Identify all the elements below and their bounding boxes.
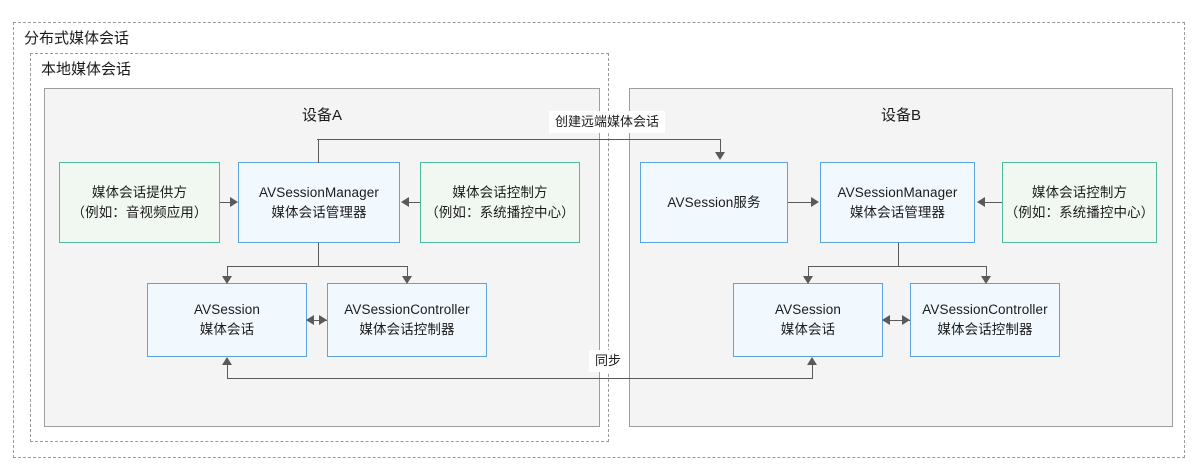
node-line-2: 媒体会话控制器 [937, 322, 1033, 337]
arrowhead-controller-party-b-to-manager-b [977, 197, 985, 207]
device-panel-a [44, 88, 600, 427]
connector-create-remote-drop [720, 139, 721, 153]
connector-manager-b-split-bar [808, 266, 986, 267]
node-line-1: 媒体会话提供方 [91, 184, 188, 200]
arrowhead-create-remote-to-avsession-service [715, 152, 725, 160]
node-avsession-b[interactable]: AVSession 媒体会话 [733, 283, 883, 357]
node-avsession-manager-b[interactable]: AVSessionManager 媒体会话管理器 [820, 162, 975, 243]
node-line-2: 媒体会话管理器 [271, 204, 367, 220]
connector-manager-b-to-avsession-b [808, 266, 809, 278]
node-line-1: 媒体会话控制方 [452, 184, 548, 200]
outer-container-title: 分布式媒体会话 [20, 30, 134, 48]
node-line-1: AVSession服务 [667, 194, 761, 210]
inner-container-local-media-session [30, 53, 609, 442]
node-media-session-controller-party-a[interactable]: 媒体会话控制方 （例如：系统播控中心） [420, 162, 580, 243]
device-a-title: 设备A [301, 107, 342, 124]
node-media-session-controller-party-b[interactable]: 媒体会话控制方 （例如：系统播控中心） [1002, 162, 1157, 243]
node-line-1: AVSession [194, 302, 260, 317]
arrowhead-sync-to-avsession-b [807, 357, 817, 365]
connector-controller-party-b-to-manager-b [985, 202, 1002, 203]
arrowhead-avsession-b-left [882, 315, 890, 325]
device-b-title: 设备B [880, 107, 921, 124]
connector-manager-a-down-stem [318, 243, 319, 267]
node-avsession-service[interactable]: AVSession服务 [640, 162, 788, 243]
connector-avsession-a-to-controller-a [307, 320, 327, 321]
arrowhead-controller-a-right [319, 315, 327, 325]
edge-label-create-remote-session: 创建远端媒体会话 [549, 111, 666, 133]
connector-manager-a-to-avsession-a [227, 266, 228, 278]
connector-controller-party-a-to-manager-a [409, 202, 420, 203]
arrowhead-manager-a-to-controller-a [402, 276, 412, 284]
arrowhead-manager-b-to-controller-b [981, 276, 991, 284]
node-line-1: AVSessionManager [259, 184, 379, 200]
device-panel-b [629, 88, 1173, 427]
inner-container-title: 本地媒体会话 [37, 61, 136, 79]
node-line-1: AVSession [775, 302, 841, 317]
node-line-2: 媒体会话 [780, 322, 836, 337]
arrowhead-manager-a-to-avsession-a [222, 276, 232, 284]
arrowhead-avsession-service-to-manager-b [811, 197, 819, 207]
node-media-session-provider[interactable]: 媒体会话提供方 （例如：音视频应用） [59, 162, 220, 243]
node-line-2: （例如：系统播控中心） [425, 204, 575, 220]
connector-avsession-b-to-controller-b [883, 320, 910, 321]
node-line-1: 媒体会话控制方 [1031, 184, 1128, 200]
connector-sync-bar [227, 378, 813, 379]
node-line-2: （例如：音视频应用） [71, 204, 208, 220]
connector-manager-a-split-bar [227, 266, 407, 267]
node-line-1: AVSessionManager [837, 184, 958, 200]
connector-manager-b-to-controller-b [986, 266, 987, 278]
arrowhead-controller-party-a-to-manager-a [401, 197, 409, 207]
connector-create-remote-top-bar [317, 139, 721, 140]
connector-create-remote-stem-up [318, 139, 319, 163]
node-line-2: 媒体会话控制器 [359, 322, 455, 337]
edge-label-sync: 同步 [589, 350, 628, 372]
outer-container-distributed-media-session [13, 22, 1185, 458]
connector-provider-to-manager-a [220, 202, 231, 203]
node-avsession-a[interactable]: AVSession 媒体会话 [147, 283, 307, 357]
node-line-1: AVSessionController [922, 302, 1048, 317]
node-line-2: （例如：系统播控中心） [1004, 204, 1155, 220]
arrowhead-sync-to-avsession-a [222, 357, 232, 365]
arrowhead-avsession-a-left [306, 315, 314, 325]
connector-manager-b-down-stem [898, 243, 899, 267]
arrowhead-provider-to-manager-a [230, 197, 238, 207]
connector-sync-up-left [227, 365, 228, 378]
node-line-1: AVSessionController [344, 302, 470, 317]
node-avsession-manager-a[interactable]: AVSessionManager 媒体会话管理器 [238, 162, 400, 243]
node-line-2: 媒体会话 [199, 322, 255, 337]
node-avsession-controller-a[interactable]: AVSessionController 媒体会话控制器 [327, 283, 487, 357]
node-avsession-controller-b[interactable]: AVSessionController 媒体会话控制器 [910, 283, 1060, 357]
connector-avsession-service-to-manager-b [788, 202, 811, 203]
node-line-2: 媒体会话管理器 [849, 204, 946, 220]
arrowhead-controller-b-right [902, 315, 910, 325]
connector-manager-a-to-controller-a [407, 266, 408, 278]
connector-sync-up-right [812, 365, 813, 378]
arrowhead-manager-b-to-avsession-b [803, 276, 813, 284]
